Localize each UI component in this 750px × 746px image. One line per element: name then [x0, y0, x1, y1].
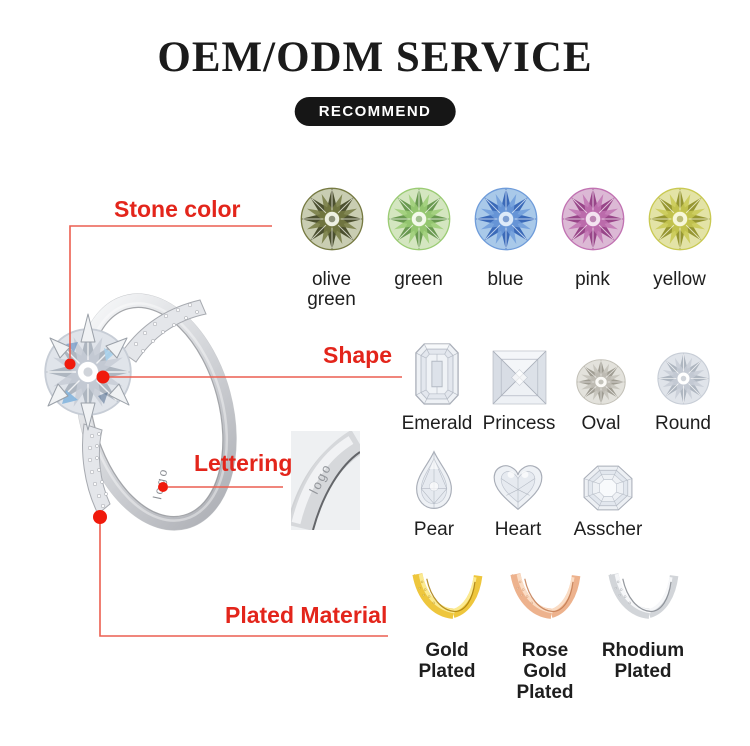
gem-name: green	[394, 269, 443, 290]
gem-icon-green	[386, 186, 452, 252]
oval-cut-icon	[575, 358, 627, 406]
page-title: OEM/ODM SERVICE	[157, 34, 593, 81]
plating-item: Gold Plated	[398, 571, 496, 703]
gem-name: pink	[575, 269, 610, 290]
shape-name: Heart	[494, 519, 542, 540]
stone-color-row: olive green green blue pink yellow	[288, 186, 723, 310]
shape-label: Shape	[323, 342, 393, 368]
round-cut-icon	[656, 351, 711, 406]
shape-item: Oval	[560, 340, 642, 435]
plated-material-row: Gold Plated Rose Gold Plated Rhodium Pla…	[398, 571, 692, 703]
plating-name: Gold Plated	[418, 640, 476, 682]
plating-name: Rhodium Plated	[601, 640, 685, 682]
gem-name: yellow	[653, 269, 706, 290]
prongs	[47, 313, 130, 431]
stone-color-item: olive green	[288, 186, 375, 310]
plating-name: Rose Gold Plated	[516, 640, 574, 703]
gem-icon-yellow	[647, 186, 713, 252]
shape-name: Emerald	[401, 413, 473, 434]
pave-top-stones	[133, 302, 199, 353]
shape-item: Heart	[478, 446, 558, 541]
asscher-cut-icon	[582, 464, 634, 512]
recommend-badge: RECOMMEND	[294, 97, 456, 126]
shape-name: Oval	[581, 413, 621, 434]
shape-item: Round	[642, 340, 724, 435]
lettering-label: Lettering	[194, 450, 293, 476]
stone-color-item: pink	[549, 186, 636, 310]
pear-cut-icon	[412, 448, 456, 512]
emerald-cut-icon	[414, 342, 460, 406]
stone-color-label: Stone color	[114, 196, 241, 222]
gem-icon-pink	[560, 186, 626, 252]
shape-item: Asscher	[564, 446, 652, 541]
shape-name: Asscher	[573, 519, 643, 540]
gem-name: blue	[487, 269, 524, 290]
shape-name: Princess	[482, 413, 556, 434]
ring-photo: logo	[44, 293, 237, 531]
shape-item: Pear	[394, 446, 474, 541]
gem-icon-olive-green	[299, 186, 365, 252]
stone-color-item: blue	[462, 186, 549, 310]
plated-material-label: Plated Material	[225, 602, 388, 628]
gem-icon-blue	[473, 186, 539, 252]
princess-cut-icon	[491, 349, 548, 406]
stone-color-item: green	[375, 186, 462, 310]
gold-band-icon	[408, 571, 486, 627]
callout-dots	[64, 358, 168, 524]
lettering-inset-image: logo	[291, 431, 360, 530]
stone-color-item: yellow	[636, 186, 723, 310]
center-stone	[44, 328, 132, 416]
shape-item: Emerald	[396, 340, 478, 435]
engraved-band-closeup: logo	[291, 431, 360, 530]
rose-gold-band-icon	[506, 571, 584, 627]
rhodium-band-icon	[604, 571, 682, 627]
shape-item: Princess	[478, 340, 560, 435]
plating-item: Rose Gold Plated	[496, 571, 594, 703]
plating-item: Rhodium Plated	[594, 571, 692, 703]
pave-bottom-stones	[87, 432, 108, 509]
shape-name: Pear	[413, 519, 455, 540]
shape-row-1: Emerald Princess Oval Round	[396, 340, 724, 435]
gem-name: olive green	[307, 269, 356, 310]
heart-cut-icon	[489, 459, 547, 512]
shape-name: Round	[655, 413, 711, 434]
ring-engraving: logo	[150, 466, 170, 501]
